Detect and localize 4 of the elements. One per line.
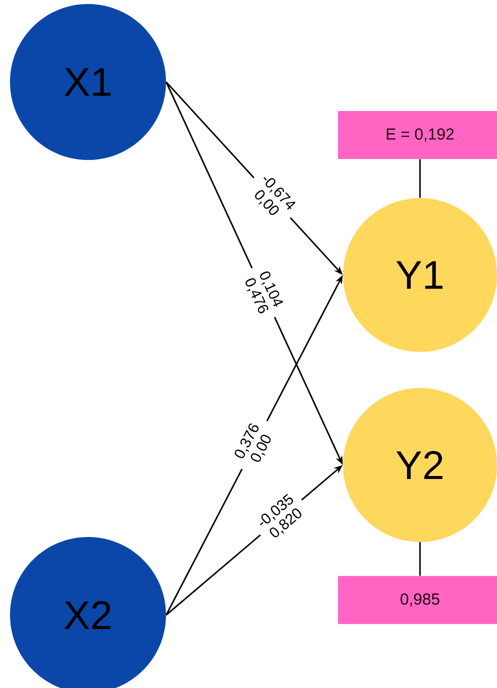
edge-label: 0,376 0,00 [228,414,280,476]
error-box: E = 0,192 [338,111,497,159]
edge-label: 0,104 0,476 [238,262,288,324]
error-box: 0,985 [338,576,497,624]
